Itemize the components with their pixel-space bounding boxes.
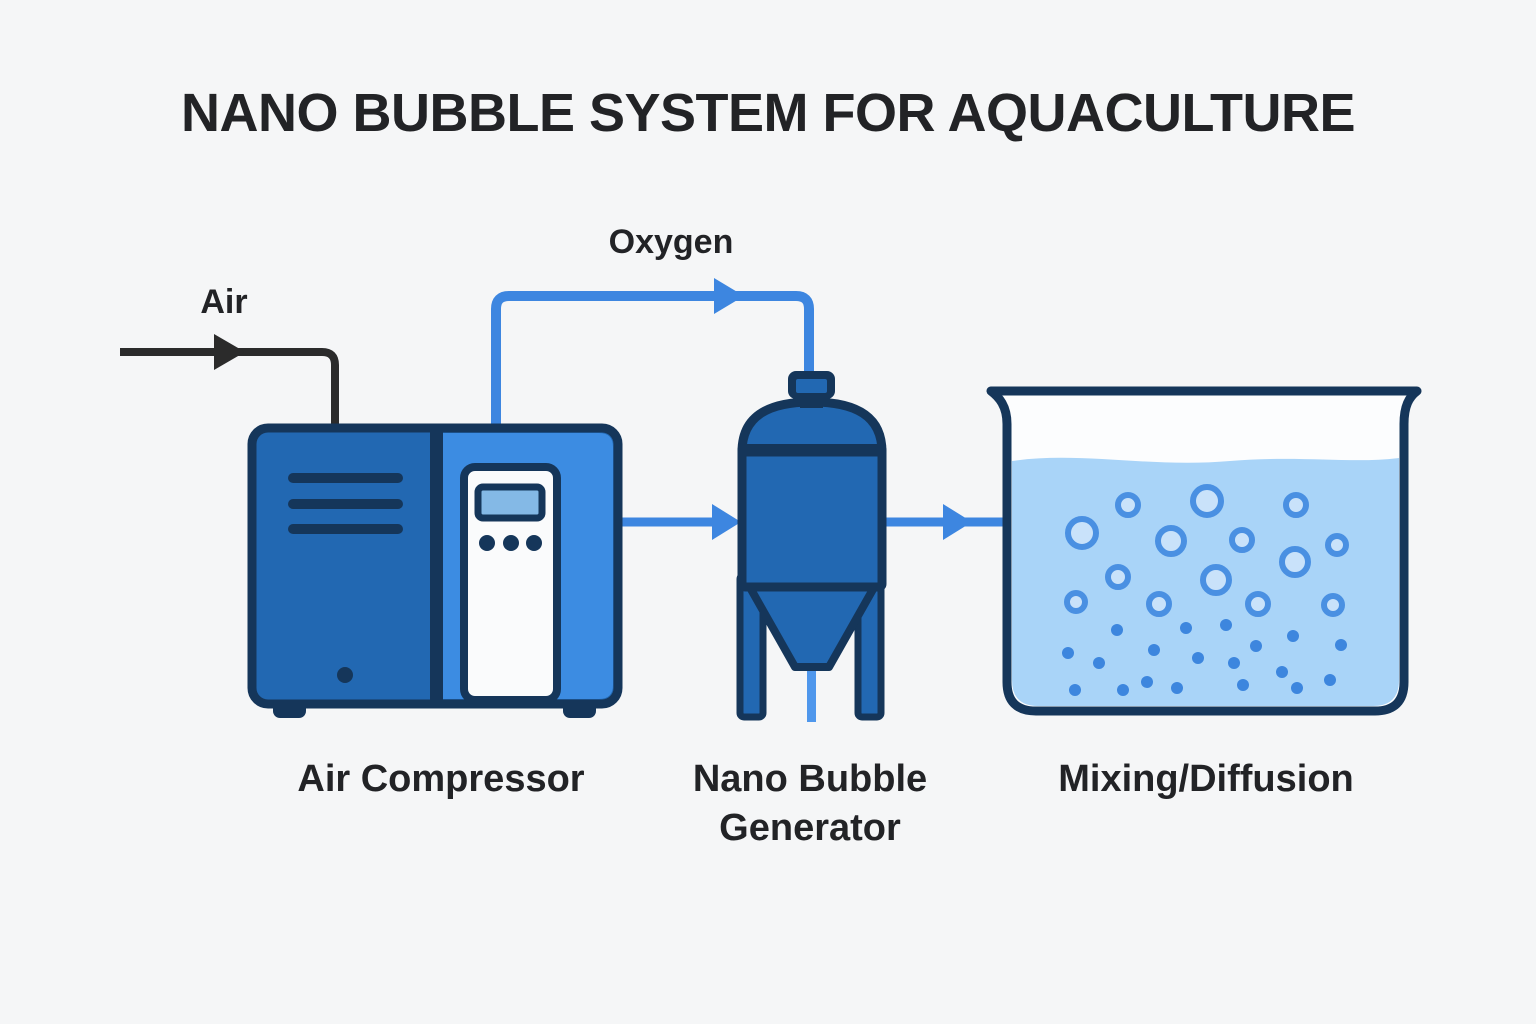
display-screen xyxy=(474,483,546,522)
bubble-dot xyxy=(1117,684,1129,696)
air-compressor-label: Air Compressor xyxy=(297,758,585,800)
nano-bubble-generator xyxy=(736,371,887,722)
bubble-ring xyxy=(1115,492,1141,518)
bubble-dot xyxy=(1250,640,1262,652)
bubble-ring xyxy=(1105,564,1131,590)
bubble-ring xyxy=(1283,492,1309,518)
bubble-dot xyxy=(1069,684,1081,696)
bubble-ring xyxy=(1064,590,1088,614)
bubble-ring xyxy=(1245,591,1271,617)
vent-lines xyxy=(288,473,403,534)
mixing-tank xyxy=(986,386,1422,716)
generator-body xyxy=(737,442,887,592)
air-flow-label: Air xyxy=(200,283,248,321)
bubble-ring xyxy=(1279,546,1311,578)
flow-arrow-compressor-to-generator xyxy=(621,504,741,540)
air-arrowhead-icon xyxy=(214,334,245,370)
indicator-dots xyxy=(479,535,542,551)
bubble-dot xyxy=(1148,644,1160,656)
bubble-layer xyxy=(1062,484,1349,696)
flow-arrow-generator-to-tank xyxy=(884,504,1003,540)
generator-spout xyxy=(807,662,816,722)
compressor-divider xyxy=(430,428,443,704)
flow-arrowhead-icon xyxy=(712,504,741,540)
generator-cap-inner xyxy=(796,379,827,393)
bubble-dot xyxy=(1171,682,1183,694)
bubble-dot xyxy=(1228,657,1240,669)
bubble-ring xyxy=(1229,527,1255,553)
oxygen-pipe xyxy=(491,278,814,430)
bubble-dot xyxy=(1335,639,1347,651)
diagram-title: NANO BUBBLE SYSTEM FOR AQUACULTURE xyxy=(181,83,1355,143)
bubble-dot xyxy=(1180,622,1192,634)
air-compressor xyxy=(247,423,623,718)
bubble-dot xyxy=(1141,676,1153,688)
bubble-ring xyxy=(1146,591,1172,617)
control-panel xyxy=(460,463,561,704)
generator-label-line1: Nano Bubble xyxy=(692,758,928,800)
oxygen-arrowhead-icon xyxy=(714,278,744,314)
bubble-dot xyxy=(1111,624,1123,636)
bubble-ring xyxy=(1321,593,1345,617)
bubble-ring xyxy=(1200,564,1232,596)
flow-arrowhead-icon xyxy=(943,504,972,540)
air-inlet-pipe xyxy=(120,334,339,428)
bubble-dot xyxy=(1093,657,1105,669)
bubble-dot xyxy=(1192,652,1204,664)
bubble-dot xyxy=(1062,647,1074,659)
compressor-bolt xyxy=(337,667,353,683)
generator-label-line2: Generator xyxy=(719,807,901,850)
bubble-dot xyxy=(1237,679,1249,691)
bubble-ring xyxy=(1155,525,1187,557)
bubble-ring xyxy=(1190,484,1224,518)
oxygen-flow-label: Oxygen xyxy=(608,223,734,261)
nano-bubble-generator-label: Nano Bubble Generator xyxy=(693,755,927,854)
bubble-dot xyxy=(1291,682,1303,694)
bubble-dot xyxy=(1287,630,1299,642)
bubble-ring xyxy=(1325,533,1349,557)
bubble-ring xyxy=(1065,516,1099,550)
bubble-dot xyxy=(1276,666,1288,678)
bubble-dot xyxy=(1324,674,1336,686)
mixing-diffusion-label: Mixing/Diffusion xyxy=(1058,758,1354,800)
bubble-dot xyxy=(1220,619,1232,631)
